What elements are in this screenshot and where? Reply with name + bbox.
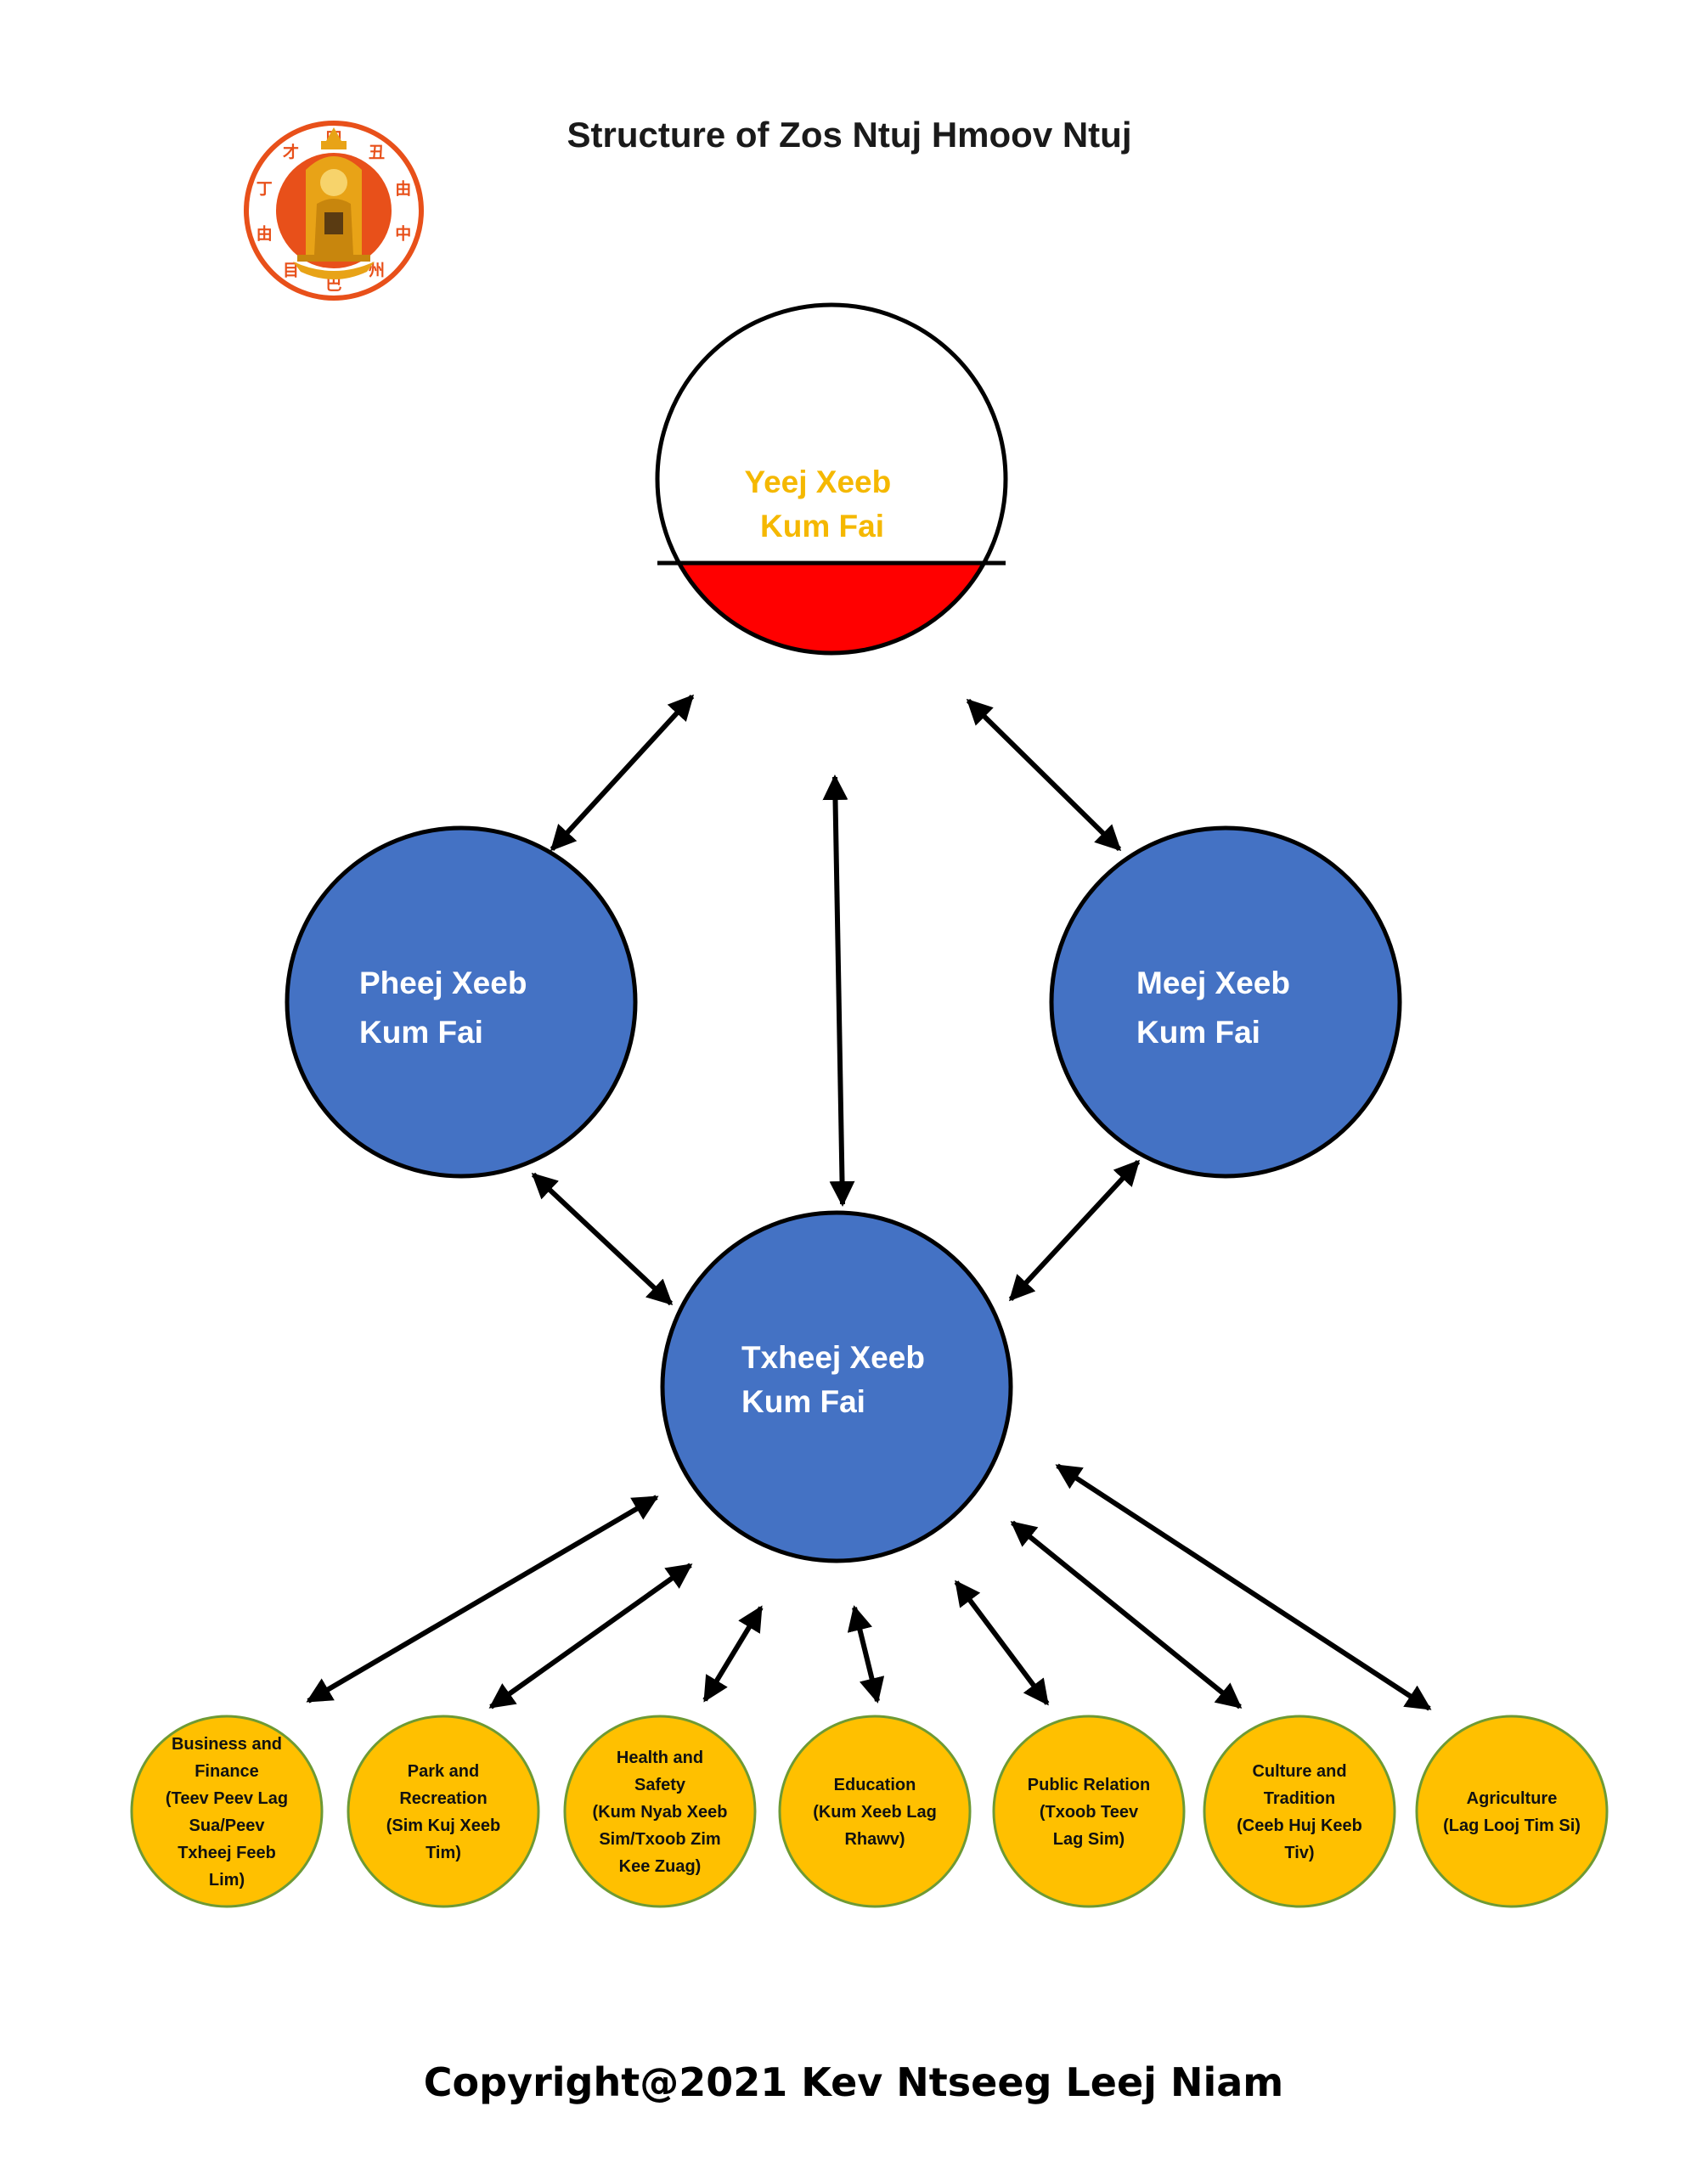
svg-text:Yeej Xeeb Kum Fai: Yeej Xeeb Kum Fai bbox=[744, 465, 899, 544]
seal-logo: 田丑由中州巴目由丁才 bbox=[244, 121, 424, 301]
department-label-line: Business and bbox=[172, 1735, 282, 1754]
arrow-top-center bbox=[822, 774, 855, 1207]
arrow-center-dept-5 bbox=[954, 1580, 1050, 1706]
arrow-center-dept-7 bbox=[1055, 1463, 1432, 1711]
department-circle bbox=[563, 1715, 757, 1908]
seal-glyph: 巴 bbox=[325, 275, 341, 294]
department-label-line: Safety bbox=[634, 1776, 686, 1794]
department-label-line: (Txoob Teev bbox=[1040, 1803, 1139, 1822]
arrow-center-dept-3 bbox=[702, 1605, 764, 1703]
department-circle bbox=[1415, 1715, 1609, 1908]
department-circle bbox=[992, 1715, 1186, 1908]
department-label-line: Kee Zuag) bbox=[619, 1857, 702, 1876]
department-label-line: Tim) bbox=[426, 1844, 461, 1862]
node-meej-xeeb-kum-fai: Meej Xeeb Kum Fai bbox=[1049, 825, 1402, 1179]
department-label-line: Sua/Peev bbox=[189, 1816, 266, 1835]
department-label-line: Culture and bbox=[1252, 1762, 1346, 1781]
department-label-line: (Ceeb Huj Keeb bbox=[1237, 1816, 1362, 1835]
center-node-label-line-2: Kum Fai bbox=[741, 1384, 865, 1419]
department-label-line: Public Relation bbox=[1028, 1776, 1150, 1794]
department-node: Agriculture (Lag Looj Tim Si) bbox=[1415, 1715, 1609, 1908]
arrow-center-dept-4 bbox=[847, 1605, 885, 1704]
department-label-line: Agriculture bbox=[1467, 1789, 1558, 1808]
seal-glyph: 由 bbox=[256, 224, 273, 244]
department-circle bbox=[130, 1715, 324, 1908]
node-yeej-xeeb-kum-fai: Yeej Xeeb Kum Fai bbox=[655, 302, 1008, 656]
department-label-line: Health and bbox=[617, 1749, 703, 1767]
department-label-line: Recreation bbox=[399, 1789, 487, 1808]
department-label-line: (Kum Xeeb Lag bbox=[813, 1803, 937, 1822]
svg-text:Meej Xeeb Kum Fai: Meej Xeeb Kum Fai bbox=[1136, 966, 1299, 1050]
seal-glyph-ring: 田丑由中州巴目由丁才 bbox=[256, 129, 412, 294]
department-label-line: Sim/Txoob Zim bbox=[599, 1830, 720, 1849]
department-label-line: Lim) bbox=[209, 1871, 245, 1890]
department-label-line: Lag Sim) bbox=[1053, 1830, 1125, 1849]
arrow-top-right bbox=[966, 698, 1122, 852]
right-node-label-line-2: Kum Fai bbox=[1136, 1015, 1260, 1050]
seal-glyph: 目 bbox=[283, 262, 299, 280]
connector-arrows bbox=[306, 694, 1432, 1711]
department-label-line: Tradition bbox=[1264, 1789, 1335, 1808]
right-node-label-line-1: Meej Xeeb bbox=[1136, 966, 1290, 1000]
arrow-center-dept-6 bbox=[1010, 1520, 1243, 1709]
department-label-line: Education bbox=[834, 1776, 916, 1794]
arrow-right-center bbox=[1008, 1159, 1141, 1302]
department-label: Agriculture (Lag Looj Tim Si) bbox=[1443, 1789, 1581, 1835]
seal-glyph: 由 bbox=[395, 178, 411, 198]
left-node-label-line-1: Pheej Xeeb bbox=[359, 966, 527, 1000]
seal-glyph: 丑 bbox=[369, 143, 385, 161]
department-label-line: (Sim Kuj Xeeb bbox=[386, 1816, 500, 1835]
seal-glyph: 中 bbox=[395, 224, 411, 244]
department-circle bbox=[347, 1715, 540, 1908]
department-label-line: (Kum Nyab Xeeb bbox=[593, 1803, 728, 1822]
left-node-label-line-2: Kum Fai bbox=[359, 1015, 483, 1050]
arrow-left-center bbox=[531, 1172, 674, 1306]
department-label-line: Tiv) bbox=[1284, 1844, 1314, 1862]
department-circle bbox=[778, 1715, 972, 1908]
top-node-label-line-2: Kum Fai bbox=[760, 509, 884, 544]
svg-text:Pheej Xeeb Kum Fai: Pheej Xeeb Kum Fai bbox=[359, 966, 536, 1050]
department-label-line: Txheej Feeb bbox=[178, 1844, 276, 1862]
seal-glyph: 丁 bbox=[256, 179, 273, 198]
node-txheej-xeeb-kum-fai: Txheej Xeeb Kum Fai bbox=[660, 1210, 1013, 1563]
center-node-label-line-1: Txheej Xeeb bbox=[741, 1340, 925, 1375]
page-title: Structure of Zos Ntuj Hmoov Ntuj bbox=[567, 115, 1132, 155]
arrow-center-dept-1 bbox=[306, 1495, 659, 1704]
svg-text:Txheej Xeeb Kum Fai: Txheej Xeeb Kum Fai bbox=[741, 1340, 933, 1419]
seal-glyph: 才 bbox=[283, 142, 299, 161]
arrow-top-left bbox=[550, 694, 695, 852]
department-label-line: Park and bbox=[408, 1762, 479, 1781]
copyright-notice: Copyright@2021 Kev Ntseeg Leej Niam bbox=[424, 2059, 1283, 2105]
seated-figure-icon bbox=[293, 127, 375, 279]
department-circle bbox=[1203, 1715, 1396, 1908]
department-label-line: Rhawv) bbox=[844, 1830, 905, 1849]
department-label-line: Finance bbox=[194, 1762, 259, 1781]
top-node-label-line-1: Yeej Xeeb bbox=[744, 465, 891, 499]
department-label-line: (Teev Peev Lag bbox=[166, 1789, 288, 1808]
seal-glyph: 州 bbox=[369, 262, 385, 280]
department-label-line: (Lag Looj Tim Si) bbox=[1443, 1816, 1581, 1835]
arrow-center-dept-2 bbox=[488, 1563, 693, 1709]
node-pheej-xeeb-kum-fai: Pheej Xeeb Kum Fai bbox=[285, 825, 638, 1179]
